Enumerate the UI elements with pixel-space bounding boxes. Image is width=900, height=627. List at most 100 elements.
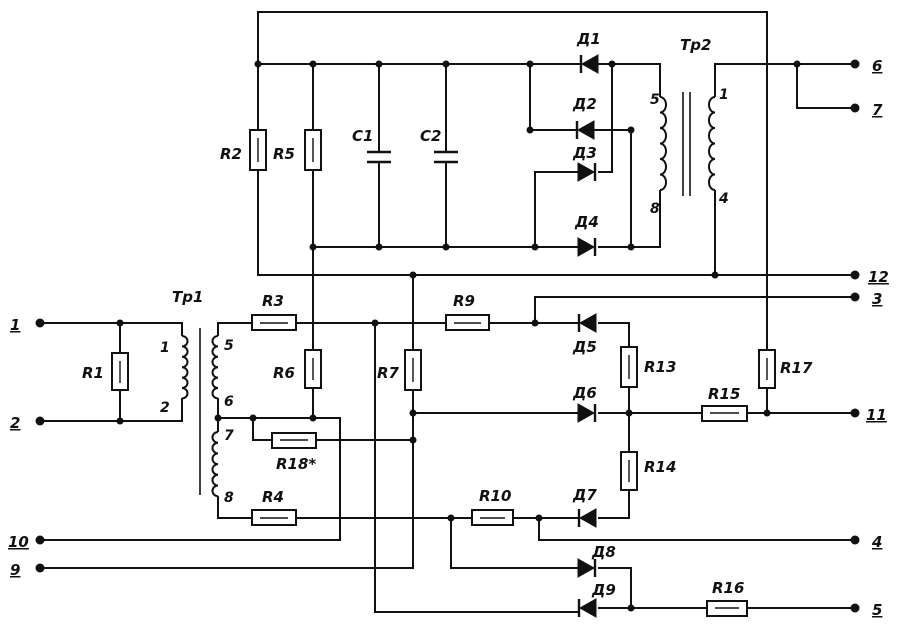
label-r13: R13	[644, 358, 676, 376]
resistor-r16	[706, 600, 748, 617]
capacitors	[367, 150, 458, 164]
tr2-pin-4: 4	[718, 191, 729, 207]
tr2-secondary-winding	[708, 96, 716, 191]
terminal-9-label: 9	[10, 561, 20, 579]
terminal-2-label: 2	[10, 414, 20, 432]
terminal-11-label: 11	[866, 406, 887, 424]
winding-pin-labels: 1 2 5 6 7 8 5 8 1 4	[160, 87, 729, 506]
resistor-r10	[471, 509, 514, 526]
terminal-3-dot	[850, 292, 860, 302]
tr1-pin-2: 2	[160, 400, 170, 416]
label-d7: Д7	[572, 486, 597, 504]
terminal-7-dot	[850, 103, 860, 113]
terminal-11-dot	[850, 408, 860, 418]
resistors	[111, 129, 776, 617]
label-tr2: Тр2	[680, 36, 711, 54]
terminal-dots	[35, 59, 860, 613]
tr1-primary-winding	[181, 335, 189, 400]
terminal-1-dot	[35, 318, 45, 328]
label-r10: R10	[479, 487, 511, 505]
label-r3: R3	[262, 292, 284, 310]
terminal-10-label: 10	[8, 533, 29, 551]
capacitor-c1	[367, 150, 391, 164]
tr1-pin-5: 5	[224, 338, 234, 354]
diode-d6	[577, 403, 597, 423]
tr2-pin-8: 8	[650, 201, 660, 217]
label-r1: R1	[82, 364, 104, 382]
terminal-5-label: 5	[872, 601, 882, 619]
terminal-10-dot	[35, 535, 45, 545]
resistor-r5	[304, 129, 322, 171]
terminal-6-label: 6	[872, 57, 882, 75]
terminal-3-label: 3	[872, 290, 882, 308]
label-r15: R15	[708, 385, 740, 403]
terminal-labels: 1 2 10 9 6 7 12 3 11 4 5	[8, 57, 889, 619]
component-labels: R1 R2 R5 C1 C2 R3 R9 R6 R7 R18* R4 R10 R…	[82, 30, 813, 599]
transformer-tr1	[181, 328, 219, 498]
diode-d8	[577, 558, 597, 578]
transformer-tr2	[659, 92, 716, 196]
label-r18: R18*	[276, 455, 316, 473]
label-d4: Д4	[574, 213, 599, 231]
resistor-r13	[620, 346, 638, 388]
label-r4: R4	[262, 488, 284, 506]
label-d5: Д5	[572, 338, 597, 356]
diodes	[575, 54, 599, 618]
tr1-pin-7: 7	[224, 428, 234, 444]
label-d8: Д8	[591, 543, 616, 561]
diode-d9	[577, 598, 597, 618]
label-r9: R9	[453, 292, 475, 310]
resistor-r6	[304, 349, 322, 389]
label-r14: R14	[644, 458, 676, 476]
tr1-pin-1: 1	[160, 340, 170, 356]
terminal-6-dot	[850, 59, 860, 69]
tr2-primary-winding	[659, 96, 667, 191]
tr2-pin-1: 1	[719, 87, 729, 103]
terminal-12-dot	[850, 270, 860, 280]
label-d3: Д3	[572, 144, 597, 162]
label-tr1: Тр1	[172, 288, 203, 306]
diode-d5	[577, 313, 597, 333]
resistor-r2	[249, 129, 267, 171]
tr1-secondary-winding-a	[211, 335, 219, 400]
label-r16: R16	[712, 579, 744, 597]
label-r17: R17	[780, 359, 813, 377]
label-c2: C2	[420, 127, 441, 145]
terminal-7-label: 7	[872, 101, 883, 119]
label-c1: C1	[352, 127, 373, 145]
resistor-r9	[445, 314, 490, 331]
tr1-pin-8: 8	[224, 490, 234, 506]
resistor-r14	[620, 451, 638, 491]
diode-d1	[579, 54, 599, 74]
wires	[40, 11, 855, 613]
label-r2: R2	[220, 145, 242, 163]
terminal-1-label: 1	[10, 316, 20, 334]
resistor-r1	[111, 352, 129, 391]
label-r5: R5	[273, 145, 295, 163]
resistor-r3	[251, 314, 297, 331]
capacitor-c2	[434, 150, 458, 164]
label-d2: Д2	[572, 95, 597, 113]
label-r6: R6	[273, 364, 295, 382]
resistor-r7	[404, 349, 422, 391]
tr1-secondary-winding-b	[211, 431, 219, 498]
label-d1: Д1	[576, 30, 601, 48]
resistor-r4	[251, 509, 297, 526]
diode-d7	[577, 508, 597, 528]
label-r7: R7	[377, 364, 400, 382]
diode-d2	[575, 120, 595, 140]
terminal-5-dot	[850, 603, 860, 613]
tr2-pin-5: 5	[650, 92, 660, 108]
resistor-r18	[271, 432, 317, 449]
terminal-2-dot	[35, 416, 45, 426]
diode-d4	[577, 237, 597, 257]
terminal-4-label: 4	[871, 533, 882, 551]
junctions	[116, 60, 801, 612]
terminal-12-label: 12	[868, 268, 889, 286]
resistor-r17	[758, 349, 776, 389]
label-d6: Д6	[572, 384, 597, 402]
terminal-4-dot	[850, 535, 860, 545]
diode-d3	[577, 162, 597, 182]
terminal-9-dot	[35, 563, 45, 573]
